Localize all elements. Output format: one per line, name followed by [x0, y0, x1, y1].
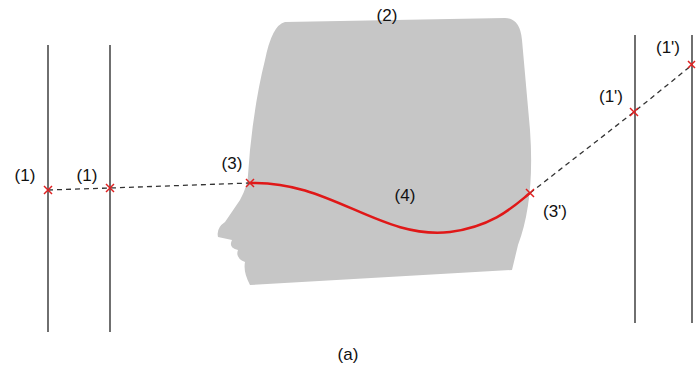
callout-number: (1')	[599, 88, 623, 107]
straight-path	[48, 65, 692, 193]
callout-number: (1')	[656, 39, 680, 58]
callout-number: (4)	[395, 187, 416, 206]
cross-mark	[688, 61, 695, 68]
subfigure-caption: (a)	[338, 346, 359, 365]
intersection-marks	[44, 61, 695, 197]
dashed-line	[530, 65, 692, 193]
plane-line	[691, 35, 692, 323]
cross-mark	[630, 108, 638, 116]
curved-path	[250, 183, 530, 233]
callout-number: (1)	[77, 167, 98, 186]
cross-mark	[246, 179, 254, 187]
callout-number: (1)	[15, 167, 36, 186]
cross-mark	[526, 189, 534, 197]
cross-mark	[44, 186, 52, 194]
head-silhouette	[218, 18, 532, 285]
callout-number: (3')	[543, 203, 567, 222]
cross-mark	[106, 184, 114, 192]
callout-number: (3)	[222, 155, 243, 174]
plane-line	[634, 35, 635, 323]
callout-number: (2)	[377, 7, 398, 26]
